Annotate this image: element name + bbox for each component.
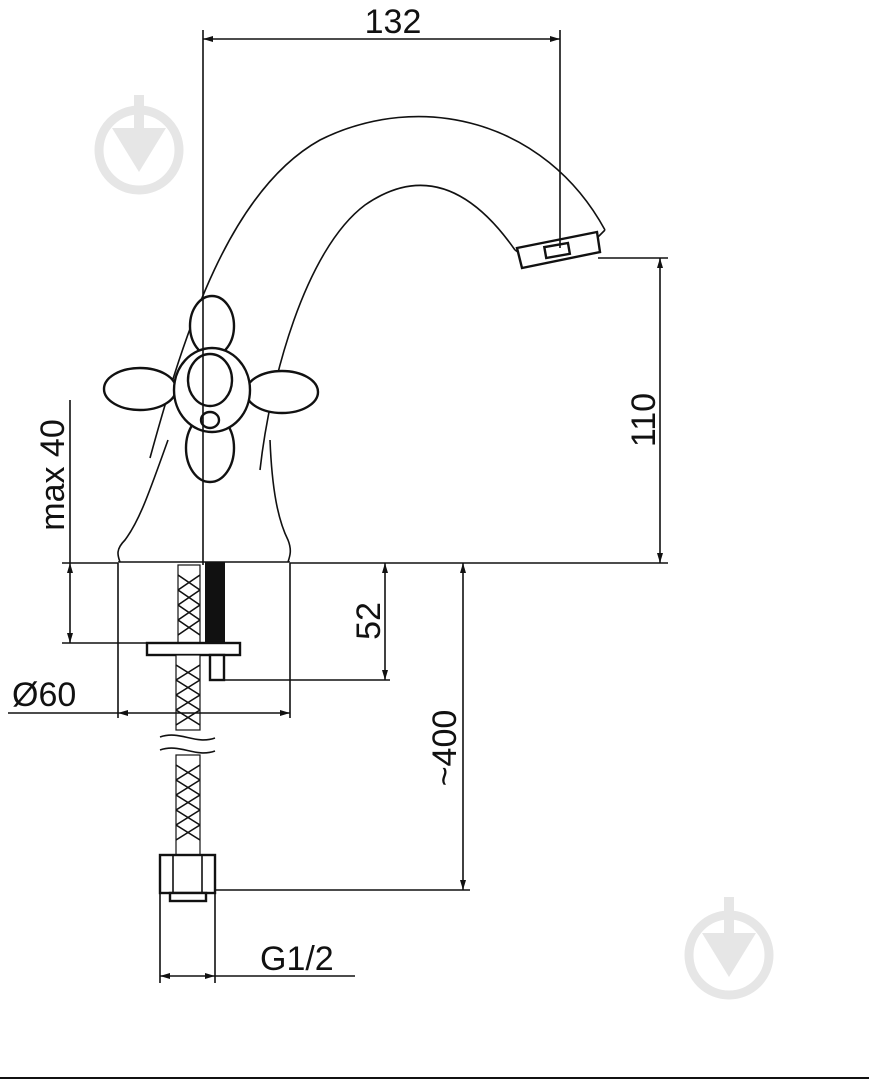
dimension-max-40: max 40	[34, 400, 147, 644]
dimension-52: 52	[224, 563, 390, 681]
dim-spout-reach-label: 132	[365, 3, 422, 41]
watermark-top-left	[94, 95, 184, 195]
dim-hose-length-label: ~400	[426, 710, 464, 787]
aerator	[515, 230, 602, 270]
dimension-132: 132	[202, 3, 561, 565]
mounting-shank	[145, 562, 242, 682]
flex-hose	[159, 654, 216, 856]
dimension-g12: G1/2	[159, 893, 355, 983]
faucet-body	[117, 115, 606, 563]
watermark-bottom-right	[684, 897, 774, 1000]
dim-thread-label: G1/2	[260, 940, 334, 978]
dim-max-thickness-label: max 40	[34, 419, 72, 531]
dim-diameter-label: Ø60	[12, 676, 76, 714]
dim-shank-length-label: 52	[350, 602, 388, 640]
dimension-diameter-60: Ø60	[8, 563, 291, 718]
dimension-110: 110	[290, 257, 668, 564]
cross-handle	[102, 294, 320, 484]
dimension-400: ~400	[215, 563, 470, 891]
hose-nut	[158, 853, 217, 903]
dim-spout-height-label: 110	[625, 393, 663, 447]
